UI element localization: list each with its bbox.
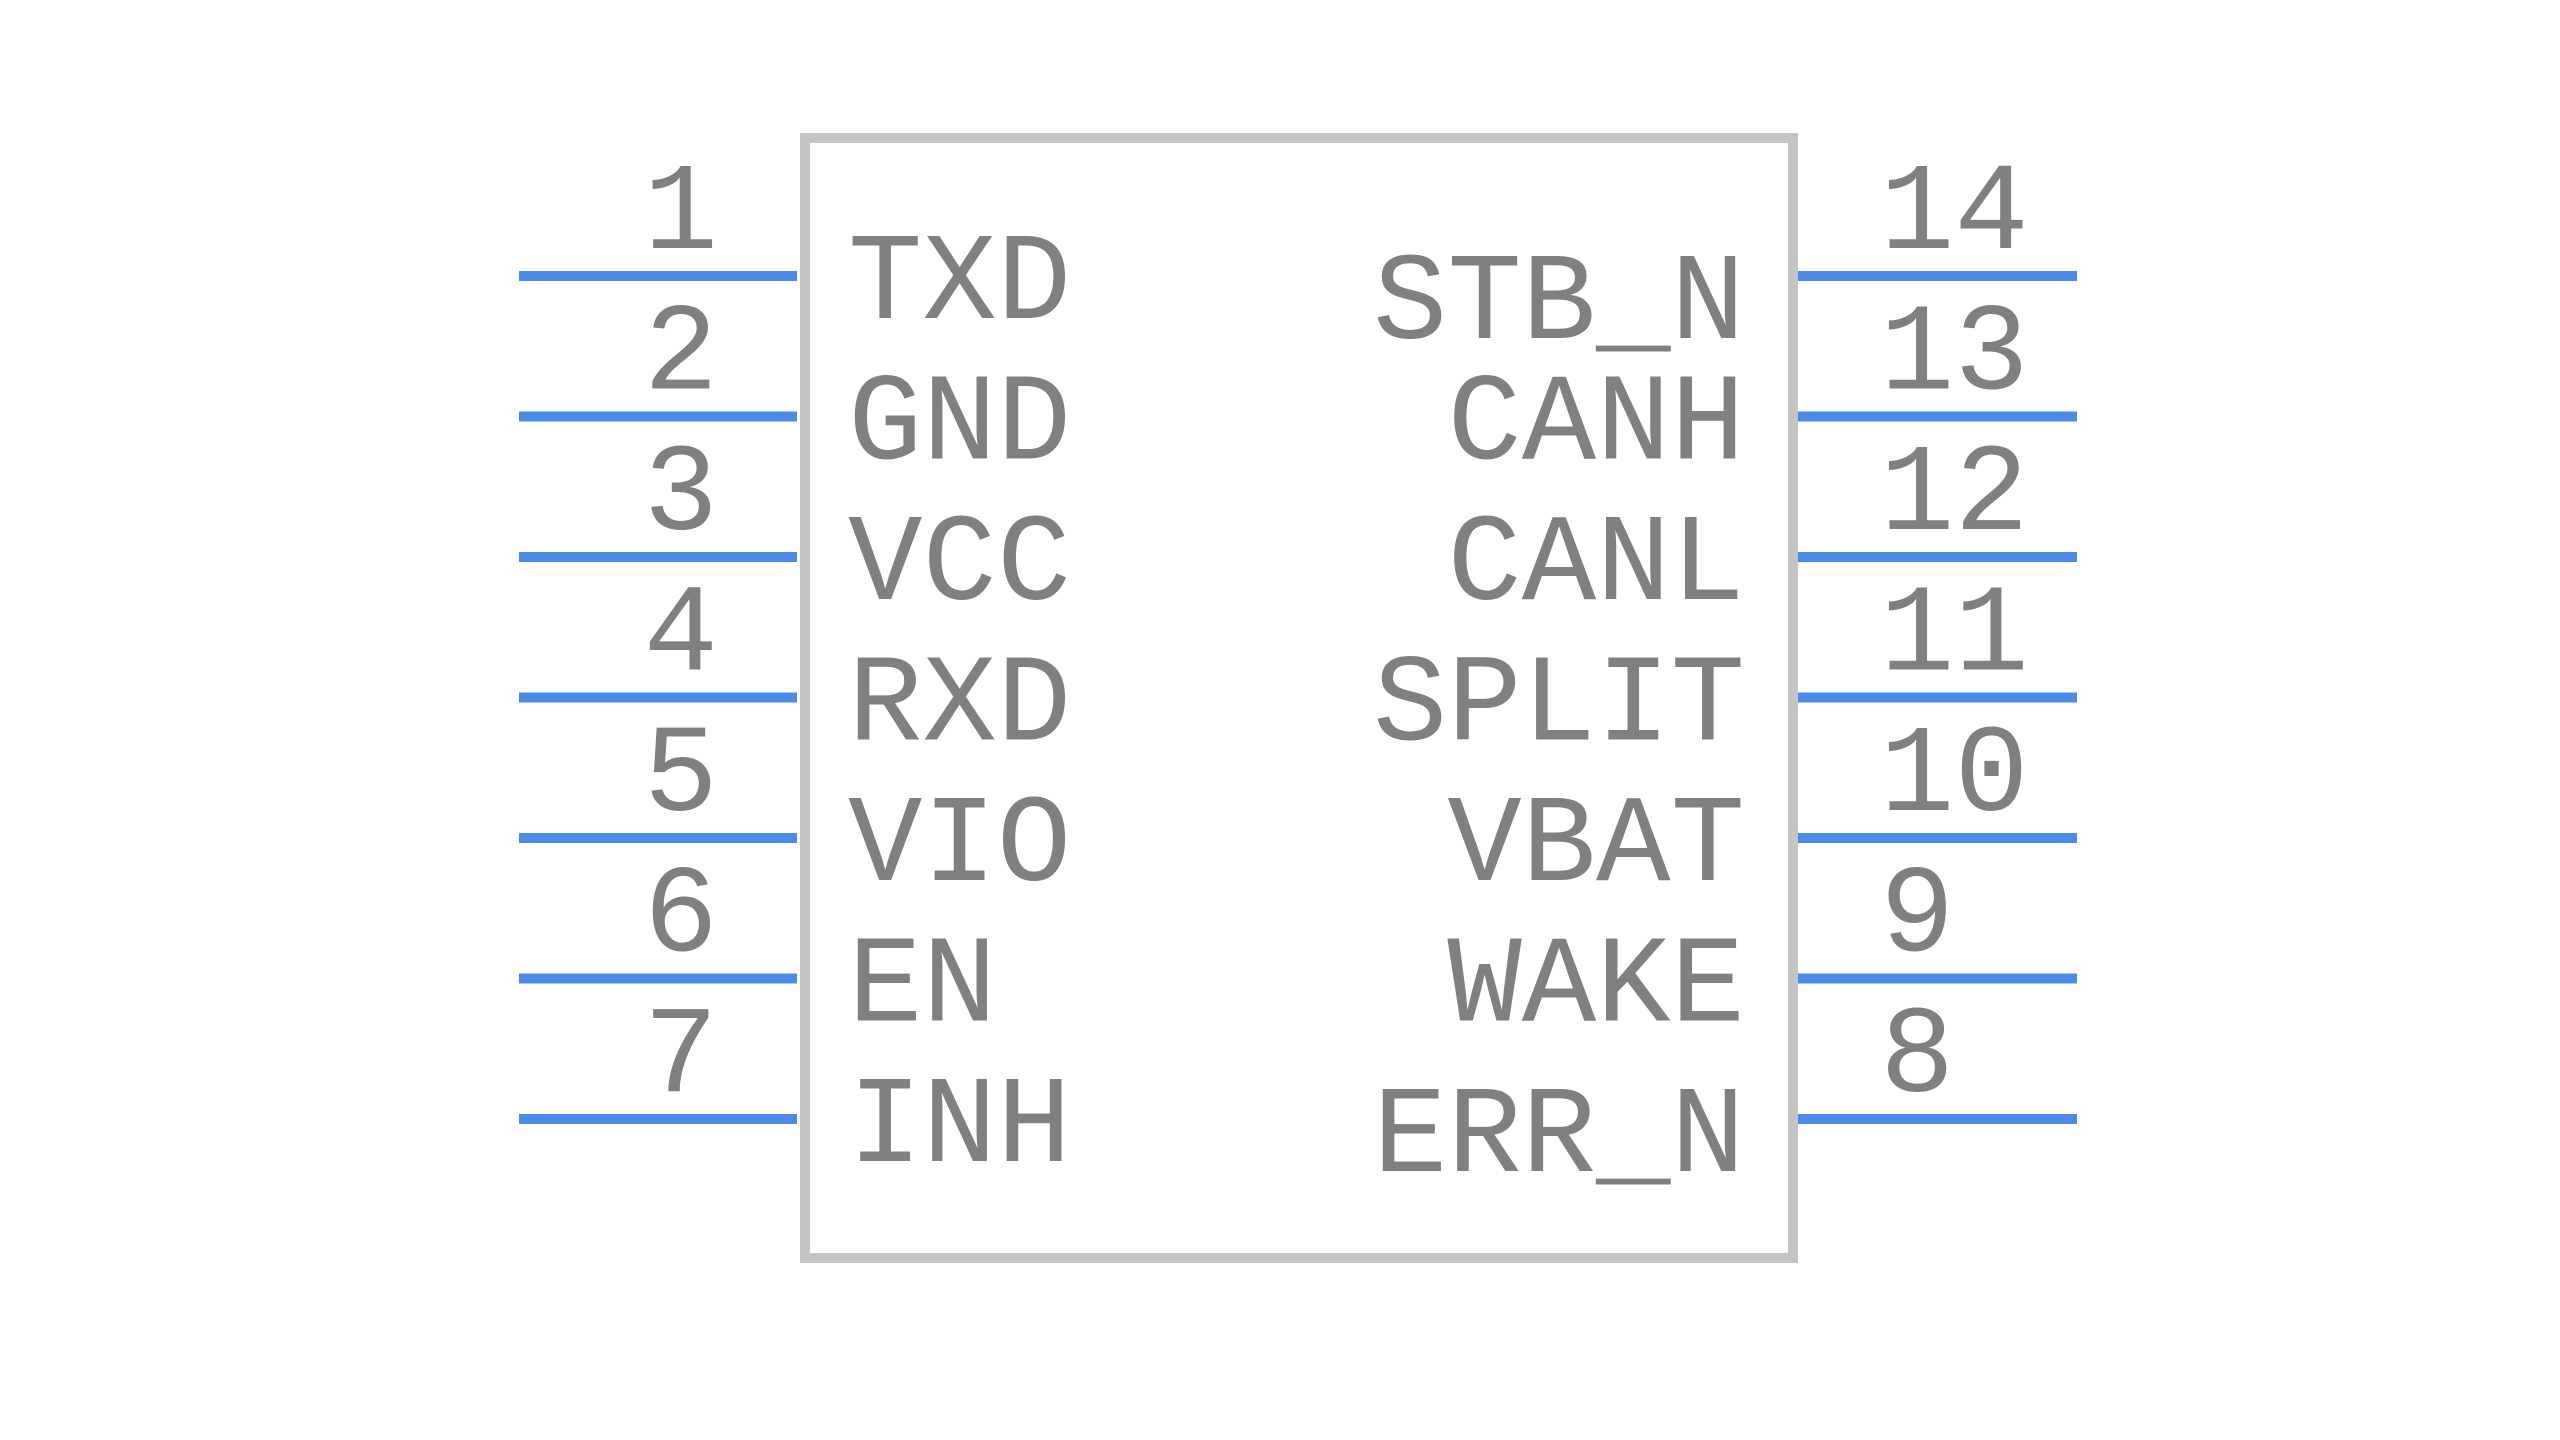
pin-number: 9	[1880, 849, 1954, 989]
pin-number: 1	[644, 146, 718, 286]
pin-label: RXD	[848, 638, 1071, 778]
pin-number: 3	[644, 427, 718, 567]
pin-number: 7	[644, 989, 718, 1129]
pin-number: 10	[1880, 708, 2029, 848]
pin-number: 5	[644, 708, 718, 848]
pin-label: VIO	[848, 778, 1071, 918]
pin-label: INH	[848, 1059, 1071, 1199]
pin-label: VCC	[848, 497, 1071, 637]
pin-label: VBAT	[1447, 778, 1745, 918]
pin-number: 13	[1880, 287, 2029, 427]
pin-label: GND	[848, 357, 1071, 497]
pin-label: ERR_N	[1373, 1069, 1745, 1209]
pin-number: 8	[1880, 989, 1954, 1129]
pin-label: SPLIT	[1373, 638, 1745, 778]
pin-number: 11	[1880, 568, 2029, 708]
pin-label: EN	[848, 919, 997, 1059]
pin-label: TXD	[848, 216, 1071, 356]
pin-number: 2	[644, 287, 718, 427]
pin-label: WAKE	[1447, 919, 1745, 1059]
pin-number: 14	[1880, 146, 2029, 286]
pin-label: CANH	[1447, 357, 1745, 497]
pin-number: 4	[644, 568, 718, 708]
ic-body	[800, 133, 1798, 1263]
pin-number: 12	[1880, 427, 2029, 567]
pin-label: CANL	[1447, 497, 1745, 637]
pin-number: 6	[644, 849, 718, 989]
pin-label: STB_N	[1373, 236, 1745, 376]
